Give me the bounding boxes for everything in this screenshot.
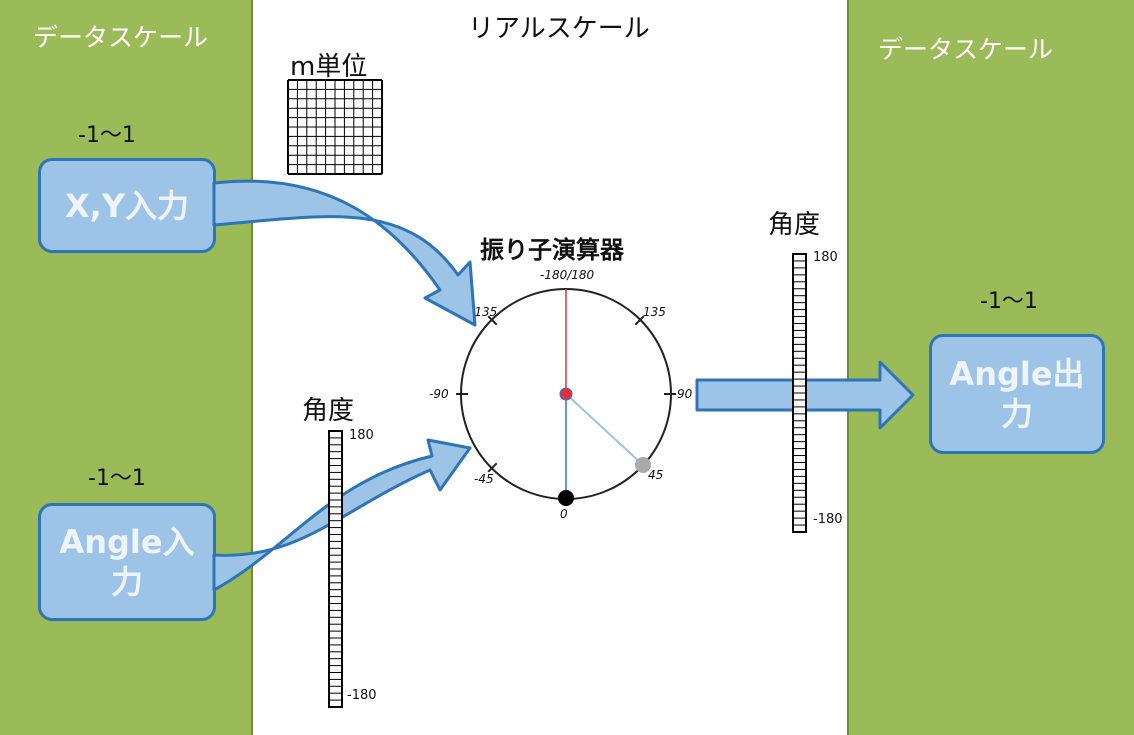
dial-tick-mark [487,462,498,473]
dial-tick-top: -180/180 [540,268,595,282]
dial-tick-mark [487,315,498,326]
input-angle-scale [328,430,343,708]
real-scale-title: リアルスケール [468,14,650,44]
input-angle-min: -180 [347,688,377,703]
input-angle-label: 角度 [302,396,355,426]
pendulum-dial [456,288,676,506]
dial-tick-top-left: -135 [470,305,498,319]
xy-input-box: X,Y入力 [38,158,216,253]
output-angle-min: -180 [813,512,843,527]
dial-tick-right: 90 [677,387,693,401]
right-panel-title: データスケール [878,35,1054,64]
pendulum-weight-black [558,490,574,506]
output-angle-max: 180 [813,250,838,265]
output-angle-label: 角度 [768,210,821,240]
pendulum-calculator-title: 振り子演算器 [480,236,624,264]
dial-tick-bottom-right: 45 [648,468,664,482]
meter-grid-icon [287,79,383,175]
left-panel-title: データスケール [33,23,209,52]
dial-tick-left: -90 [429,387,449,401]
angle-input-box: Angle入力 [38,503,216,621]
angle-range-label: -1〜1 [88,466,146,491]
grid-unit-label: m単位 [290,52,368,82]
dial-tick-bottom-left: -45 [474,472,494,486]
output-angle-scale [792,253,807,533]
xy-to-pendulum-arrow [212,179,477,327]
dial-tick-bottom: 0 [560,507,568,521]
dial-tick-top-right: 135 [643,305,666,319]
pendulum-weight-gray [635,457,651,473]
pendulum-arm-line [565,393,644,466]
pendulum-pivot [559,387,573,401]
output-range-label: -1〜1 [980,289,1038,314]
angle-output-box: Angle出力 [929,334,1105,454]
dial-tick-mark [634,315,645,326]
xy-range-label: -1〜1 [78,123,136,148]
input-angle-max: 180 [349,428,374,443]
